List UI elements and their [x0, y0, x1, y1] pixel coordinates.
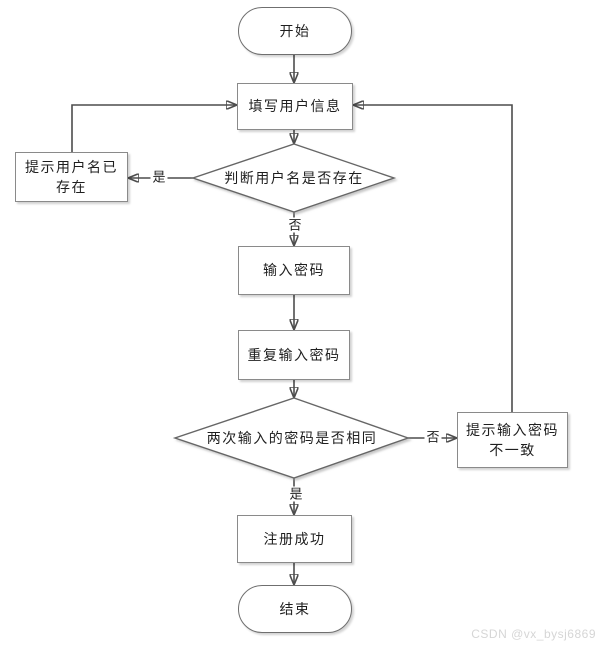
node-end: 结束: [238, 585, 352, 633]
node-start: 开始: [238, 7, 352, 55]
prompt-username-exists-line2: 存在: [56, 179, 87, 195]
edge-label-passwords-match-no: 否: [424, 429, 442, 445]
node-prompt-password-mismatch: 提示输入密码 不一致: [457, 412, 568, 468]
node-start-label: 开始: [279, 22, 311, 39]
edge-label-username-exists-yes: 是: [150, 169, 168, 185]
node-enter-password: 输入密码: [238, 246, 350, 295]
edge-prompt-username-back-to-fill-info: [71, 105, 236, 152]
node-prompt-username-exists: 提示用户名已 存在: [15, 152, 128, 202]
prompt-password-mismatch-line2: 不一致: [489, 442, 536, 458]
node-fill-user-info-label: 填写用户信息: [248, 98, 342, 115]
node-reenter-password: 重复输入密码: [238, 330, 350, 380]
node-end-label: 结束: [279, 600, 311, 617]
decision-check-username-shape: [190, 143, 397, 213]
node-register-success: 注册成功: [237, 515, 352, 563]
enter-password-label: 输入密码: [263, 262, 325, 279]
watermark: CSDN @vx_bysj6869: [471, 627, 596, 641]
prompt-username-exists-line1: 提示用户名已: [25, 158, 118, 175]
edge-prompt-mismatch-back-to-fill-info: [354, 105, 513, 412]
decision-check-passwords-shape: [172, 397, 411, 479]
node-fill-user-info: 填写用户信息: [237, 83, 353, 130]
reenter-password-label: 重复输入密码: [247, 346, 341, 363]
register-success-label: 注册成功: [263, 530, 326, 547]
prompt-password-mismatch-line1: 提示输入密码: [466, 421, 559, 438]
edge-label-username-exists-no: 否: [286, 217, 304, 233]
edge-label-passwords-match-yes: 是: [287, 486, 305, 502]
